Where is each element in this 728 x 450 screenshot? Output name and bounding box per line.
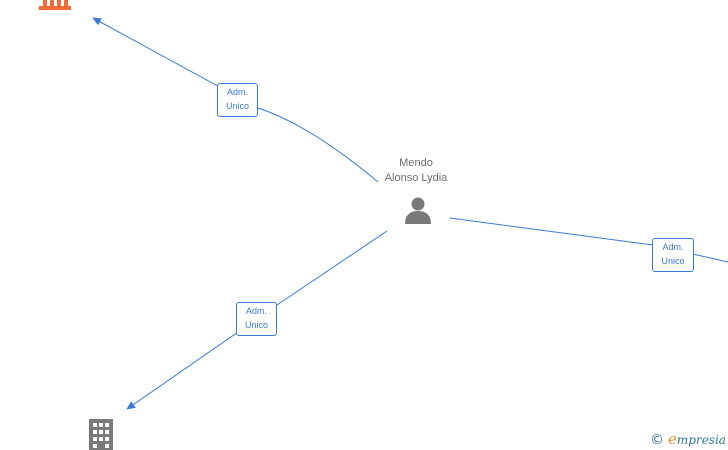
institution-icon[interactable] bbox=[38, 0, 72, 17]
empresia-watermark: ©empresia bbox=[650, 430, 726, 448]
copyright-symbol: © bbox=[650, 432, 664, 448]
brand-name: mpresia bbox=[676, 433, 726, 447]
edge-label-bottom-left[interactable]: Adm. Unico bbox=[236, 302, 277, 336]
edge-label-top-left[interactable]: Adm. Unico bbox=[217, 83, 258, 117]
edge-label-line2: Unico bbox=[225, 101, 249, 111]
person-name-label[interactable]: Mendo Alonso Lydia bbox=[366, 156, 466, 186]
person-name-line1: Mendo bbox=[399, 157, 433, 169]
edge-label-line1: Adm. bbox=[245, 306, 267, 316]
edge-label-line1: Adm. bbox=[226, 87, 248, 97]
edge-label-line2: Unico bbox=[244, 320, 268, 330]
edge-label-line2: Unico bbox=[661, 256, 685, 266]
edge-line-bottom-left bbox=[126, 230, 388, 410]
edge-label-right[interactable]: Adm. Unico bbox=[652, 238, 694, 272]
building-icon[interactable] bbox=[89, 419, 113, 450]
brand-first-letter: e bbox=[668, 430, 677, 448]
person-name-line2: Alonso Lydia bbox=[384, 172, 448, 184]
person-icon[interactable] bbox=[403, 195, 433, 230]
edge-label-line1: Adm. bbox=[662, 242, 684, 252]
edge-line-top-left bbox=[92, 17, 379, 183]
